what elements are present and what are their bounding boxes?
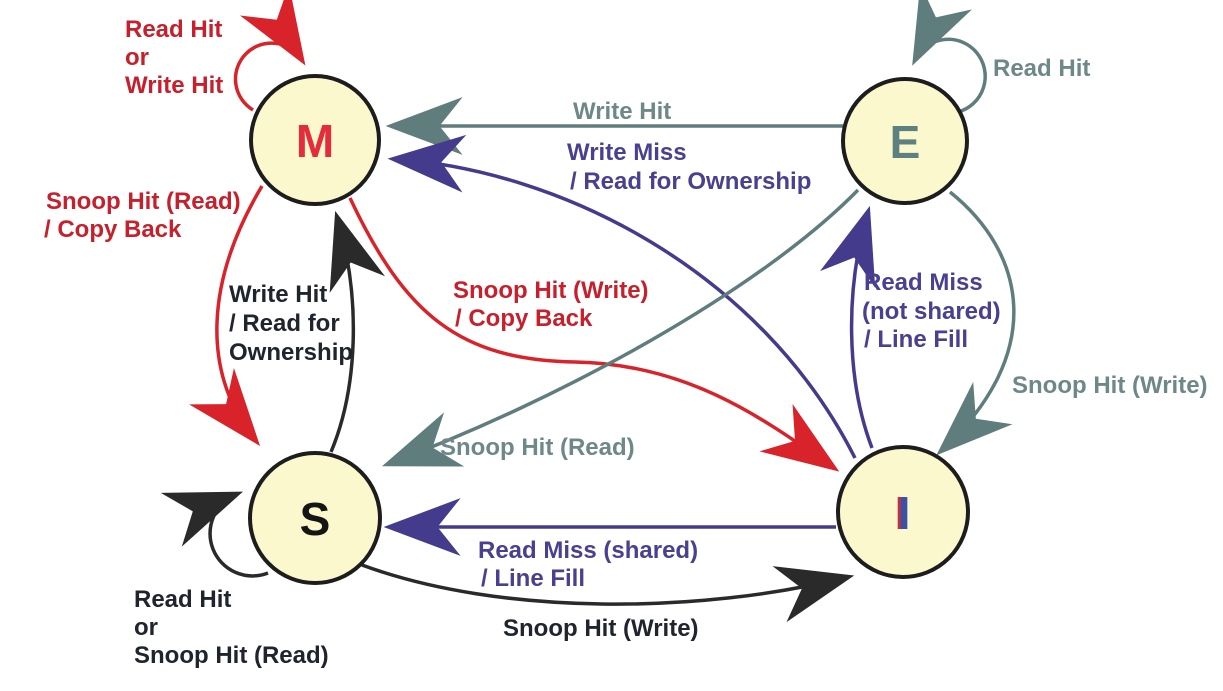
state-node-e: E bbox=[841, 77, 969, 205]
svg-text:Snoop Hit (Write): Snoop Hit (Write) bbox=[503, 615, 699, 642]
svg-text:Snoop Hit (Write): Snoop Hit (Write) bbox=[1012, 372, 1208, 399]
node-e-label: E bbox=[890, 116, 921, 168]
arrow-s-to-i bbox=[361, 563, 855, 623]
node-s-label: S bbox=[300, 493, 331, 545]
svg-text:Snoop Hit (Read): Snoop Hit (Read) bbox=[46, 188, 241, 215]
svg-text:/ Line Fill: / Line Fill bbox=[864, 326, 968, 353]
label-s-to-i: Snoop Hit (Write) bbox=[503, 615, 699, 642]
arrow-i-to-e bbox=[819, 205, 876, 449]
node-m-circle bbox=[249, 74, 381, 206]
self-loop-m-arrow bbox=[233, 0, 306, 112]
node-e-circle bbox=[841, 77, 969, 205]
arrow-s-to-m bbox=[329, 210, 385, 453]
label-s-to-m: Write Hit / Read for Ownership bbox=[229, 281, 353, 366]
node-i-circle bbox=[836, 445, 970, 579]
svg-text:/ Copy Back: / Copy Back bbox=[44, 216, 182, 243]
state-node-s: S bbox=[248, 451, 382, 585]
svg-text:Read Hit: Read Hit bbox=[134, 586, 231, 613]
svg-text:/ Line Fill: / Line Fill bbox=[481, 565, 585, 592]
arrow-i-to-m bbox=[387, 134, 857, 459]
svg-text:or: or bbox=[134, 614, 158, 641]
node-i-label-red-layer: I bbox=[895, 487, 908, 539]
label-s-self: Read Hit or Snoop Hit (Read) bbox=[134, 586, 329, 669]
svg-text:Read Miss (shared): Read Miss (shared) bbox=[478, 537, 698, 564]
svg-text:Read Hit: Read Hit bbox=[993, 55, 1090, 82]
svg-text:or: or bbox=[125, 44, 149, 71]
self-loop-e-arrow bbox=[912, 0, 987, 114]
label-e-to-i: Snoop Hit (Write) bbox=[1012, 372, 1208, 399]
svg-text:Write Miss: Write Miss bbox=[567, 139, 687, 166]
state-node-i: I I bbox=[836, 445, 970, 579]
svg-text:Read Hit: Read Hit bbox=[125, 16, 222, 43]
label-e-to-s: Snoop Hit (Read) bbox=[440, 434, 635, 461]
svg-text:Write Hit: Write Hit bbox=[229, 281, 327, 308]
svg-text:/ Copy Back: / Copy Back bbox=[455, 305, 593, 332]
label-e-self: Read Hit bbox=[993, 55, 1090, 82]
arrow-m-to-i bbox=[348, 197, 840, 472]
svg-text:Snoop Hit (Read): Snoop Hit (Read) bbox=[134, 642, 329, 669]
label-m-self: Read Hit or Write Hit bbox=[125, 16, 223, 99]
svg-text:Snoop Hit (Read): Snoop Hit (Read) bbox=[440, 434, 635, 461]
label-i-to-s: Read Miss (shared) / Line Fill bbox=[478, 537, 698, 592]
self-loop-s-arrow bbox=[160, 491, 269, 578]
label-i-to-e: Read Miss (not shared) / Line Fill bbox=[862, 269, 1001, 353]
svg-text:Ownership: Ownership bbox=[229, 339, 353, 366]
label-e-to-m: Write Hit bbox=[573, 98, 671, 125]
svg-text:Read Miss: Read Miss bbox=[864, 269, 983, 296]
label-m-to-s: Snoop Hit (Read) / Copy Back bbox=[44, 188, 241, 243]
svg-text:/ Read for Ownership: / Read for Ownership bbox=[570, 168, 811, 195]
svg-text:(not shared): (not shared) bbox=[862, 298, 1001, 325]
arrow-e-to-i bbox=[936, 190, 1016, 456]
arrow-m-to-s bbox=[189, 185, 264, 446]
svg-text:Snoop Hit (Write): Snoop Hit (Write) bbox=[453, 277, 649, 304]
state-node-m: M bbox=[249, 74, 381, 206]
label-i-to-m: Write Miss / Read for Ownership bbox=[567, 139, 811, 195]
node-i-label: I bbox=[898, 487, 911, 539]
svg-text:Write Hit: Write Hit bbox=[125, 72, 223, 99]
svg-text:Write Hit: Write Hit bbox=[573, 98, 671, 125]
arrow-e-to-s bbox=[381, 188, 860, 467]
node-m-label: M bbox=[296, 115, 334, 167]
node-s-circle bbox=[248, 451, 382, 585]
svg-text:/ Read for: / Read for bbox=[229, 310, 340, 337]
label-m-to-i: Snoop Hit (Write) / Copy Back bbox=[453, 277, 649, 332]
